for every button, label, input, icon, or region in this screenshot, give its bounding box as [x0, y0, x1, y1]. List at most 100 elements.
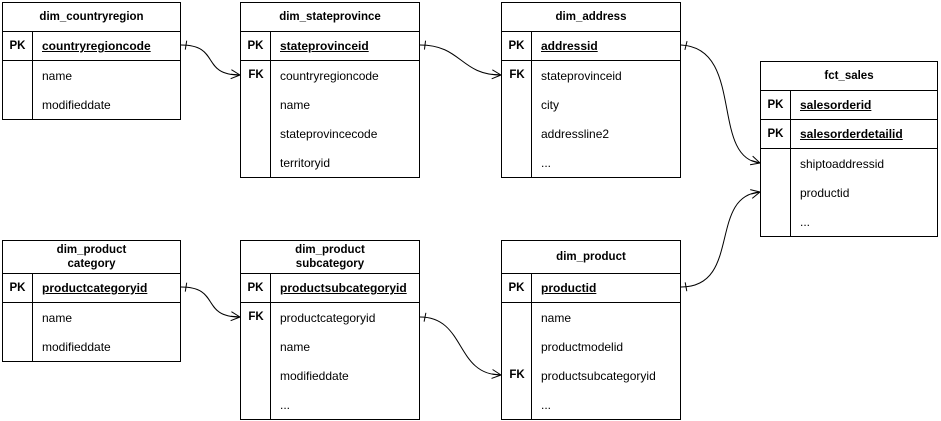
relationship-line: [680, 191, 761, 288]
attribute-gutter: FK: [502, 303, 532, 419]
key-tag: PK: [761, 91, 791, 119]
cardinality-many-prong: [751, 191, 761, 199]
field-name: productcategoryid: [42, 281, 148, 295]
entity-title-line: dim_product: [556, 251, 626, 263]
key-row[interactable]: PK stateprovinceid: [241, 32, 419, 61]
cardinality-one-tick: [423, 40, 427, 50]
attribute-gutter: FK: [502, 61, 532, 177]
cardinality-one-tick: [184, 282, 188, 292]
relationship-line: [180, 286, 241, 318]
field-name: productmodelid: [541, 339, 624, 354]
field-name: name: [42, 68, 73, 83]
cardinality-one-tick: [423, 312, 427, 322]
cardinality-one-tick: [184, 40, 188, 50]
entity-title-line: dim_countryregion: [39, 11, 144, 23]
attribute-gutter: [3, 61, 33, 119]
relationship-rel-stateprovince-address: [419, 40, 502, 80]
key-row[interactable]: PK salesorderdetailid: [761, 120, 937, 149]
attribute-gutter: FK: [241, 303, 271, 419]
cardinality-one-tick: [684, 282, 688, 292]
field-name: territoryid: [280, 155, 331, 170]
field-name: name: [42, 310, 73, 325]
entity-title-line: category: [67, 258, 116, 270]
cardinality-many-prong: [492, 69, 502, 76]
relationship-rel-product-fctsales: [680, 189, 761, 292]
entity-title-line: dim_stateprovince: [279, 11, 381, 23]
relationship-rel-countryregion-stateprovince: [180, 40, 241, 80]
field-name: city: [541, 97, 559, 112]
field-name: name: [280, 97, 311, 112]
field-name: name: [280, 339, 311, 354]
cardinality-many-prong: [750, 162, 761, 166]
field-name: stateprovinceid: [280, 39, 369, 53]
key-tag: PK: [3, 32, 33, 60]
field-name: shiptoaddressid: [800, 156, 885, 171]
cardinality-many-prong: [492, 373, 502, 376]
key-tag: PK: [502, 32, 532, 60]
key-tag: PK: [502, 274, 532, 302]
field-name: productsubcategoryid: [541, 368, 656, 383]
field-name: addressid: [541, 39, 598, 53]
field-name: countryregioncode: [280, 68, 379, 83]
key-tag: PK: [761, 120, 791, 148]
field-name: productid: [800, 185, 850, 200]
field-name: stateprovinceid: [541, 68, 622, 83]
relationship-line: [180, 44, 241, 76]
foreign-key-tag: FK: [248, 311, 264, 323]
relationship-line: [680, 44, 761, 164]
field-name: addressline2: [541, 126, 610, 141]
cardinality-many-prong: [491, 73, 502, 76]
relationship-rel-address-fctsales: [680, 40, 761, 166]
field-name: productcategoryid: [280, 310, 376, 325]
relationship-line: [419, 316, 502, 376]
cardinality-many-prong: [230, 74, 241, 80]
field-name: salesorderdetailid: [800, 127, 903, 141]
cardinality-many-prong: [751, 159, 761, 164]
entity-title-line: subcategory: [295, 258, 365, 270]
field-name: stateprovincecode: [280, 126, 378, 141]
entity-title-dim_stateprovince: dim_stateprovince: [241, 3, 419, 32]
attribute-block: FK countryregioncode name stateprovincecode…: [241, 61, 419, 177]
foreign-key-tag: FK: [509, 69, 525, 81]
attribute-gutter: [761, 149, 791, 236]
cardinality-many-prong: [751, 191, 761, 195]
field-name: ...: [280, 397, 291, 412]
field-name: productsubcategoryid: [280, 281, 407, 295]
cardinality-many-prong: [491, 74, 502, 80]
entity-title-line: dim_product: [56, 244, 127, 256]
key-row[interactable]: PK addressid: [502, 32, 680, 61]
entity-title-dim_product: dim_product: [502, 241, 680, 274]
cardinality-many-prong: [230, 316, 241, 322]
entity-title-dim_address: dim_address: [502, 3, 680, 32]
field-name: countryregioncode: [42, 39, 151, 53]
foreign-key-tag: FK: [248, 69, 264, 81]
entity-title-dim_productcategory: dim_product category: [3, 241, 180, 274]
cardinality-many-prong: [492, 369, 502, 376]
attribute-gutter: [3, 303, 33, 361]
cardinality-many-prong: [231, 69, 241, 76]
key-tag: PK: [241, 32, 271, 60]
key-row[interactable]: PK countryregioncode: [3, 32, 180, 61]
